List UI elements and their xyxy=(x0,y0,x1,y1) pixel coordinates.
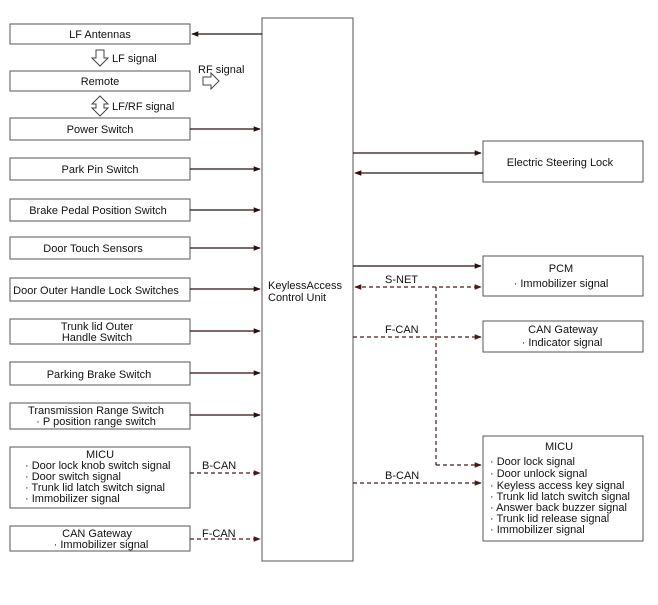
door-touch-sensors-box: Door Touch Sensors xyxy=(9,236,191,260)
micu-right-line-3: · Keyless access key signal xyxy=(490,480,625,492)
electric-steering-lock-box: Electric Steering Lock xyxy=(482,140,644,183)
right-dashed-connections xyxy=(353,284,482,486)
remote-box: Remote xyxy=(9,70,191,92)
lf-rf-signal-label: LF/RF signal xyxy=(112,101,174,113)
can-gateway-left-line: · Immobilizer signal xyxy=(54,539,149,551)
micu-right-line-6: · Trunk lid release signal xyxy=(490,513,609,525)
b-can-left-label: B-CAN xyxy=(202,460,236,472)
brake-pedal-position-switch-box: Brake Pedal Position Switch xyxy=(9,198,191,222)
micu-right-box: MICU · Door lock signal · Door unlock si… xyxy=(482,435,644,542)
right-connections xyxy=(353,150,483,269)
parking-brake-switch-label: Parking Brake Switch xyxy=(47,369,152,381)
can-gateway-right-box: CAN Gateway · Indicator signal xyxy=(482,320,644,353)
can-gateway-left-box: CAN Gateway · Immobilizer signal xyxy=(9,525,191,552)
f-can-left-label: F-CAN xyxy=(202,528,236,540)
keyless-access-control-unit: KeylessAccess Control Unit xyxy=(261,17,354,562)
power-switch-label: Power Switch xyxy=(67,124,134,136)
door-outer-handle-lock-switches-label: Door Outer Handle Lock Switches xyxy=(13,285,179,297)
b-can-right-label: B-CAN xyxy=(385,470,419,482)
can-gateway-right-line: · Indicator signal xyxy=(522,337,603,349)
left-connections xyxy=(190,31,262,418)
rf-signal-label: RF signal xyxy=(198,64,244,76)
f-can-right-label: F-CAN xyxy=(385,324,419,336)
park-pin-switch-label: Park Pin Switch xyxy=(61,164,138,176)
micu-right-line-4: · Trunk lid latch switch signal xyxy=(490,491,630,503)
transmission-range-switch-label-line2: · P position range switch xyxy=(36,416,156,428)
can-gateway-right-title: CAN Gateway xyxy=(528,324,598,336)
control-unit-label-line1: KeylessAccess xyxy=(268,280,342,292)
brake-pedal-position-switch-label: Brake Pedal Position Switch xyxy=(29,205,167,217)
micu-right-line-5: · Answer back buzzer signal xyxy=(490,502,627,514)
door-outer-handle-lock-switches-box: Door Outer Handle Lock Switches xyxy=(9,277,191,302)
power-switch-box: Power Switch xyxy=(9,117,191,141)
lf-rf-signal-double-arrow xyxy=(90,95,110,117)
trunk-lid-outer-label-line1: Trunk lid Outer xyxy=(61,321,134,333)
pcm-box: PCM · Immobilizer signal xyxy=(482,255,644,297)
transmission-range-switch-label-line1: Transmission Range Switch xyxy=(28,405,164,417)
parking-brake-switch-box: Parking Brake Switch xyxy=(9,361,191,386)
rf-signal-right-arrow xyxy=(202,71,220,91)
pcm-title: PCM xyxy=(549,263,573,275)
micu-right-line-2: · Door unlock signal xyxy=(490,468,587,480)
micu-right-line-7: · Immobilizer signal xyxy=(490,524,585,536)
park-pin-switch-box: Park Pin Switch xyxy=(9,157,191,181)
lf-antennas-box: LF Antennas xyxy=(9,23,191,45)
transmission-range-switch-box: Transmission Range Switch · P position r… xyxy=(9,402,191,430)
electric-steering-lock-label: Electric Steering Lock xyxy=(507,157,614,169)
micu-left-title: MICU xyxy=(86,449,114,461)
left-dashed-connections xyxy=(190,470,261,542)
can-gateway-left-title: CAN Gateway xyxy=(62,528,132,540)
lf-antennas-label: LF Antennas xyxy=(69,29,131,41)
remote-label: Remote xyxy=(81,76,120,88)
door-touch-sensors-label: Door Touch Sensors xyxy=(43,243,143,255)
control-unit-label-line2: Control Unit xyxy=(268,292,326,304)
trunk-lid-outer-handle-switch-box: Trunk lid Outer Handle Switch xyxy=(9,318,191,345)
micu-left-line-3: · Trunk lid latch switch signal xyxy=(25,482,165,494)
micu-right-line-1: · Door lock signal xyxy=(490,456,575,468)
pcm-line: · Immobilizer signal xyxy=(514,278,609,290)
s-net-label: S-NET xyxy=(385,274,418,286)
micu-left-line-4: · Immobilizer signal xyxy=(25,493,120,505)
lf-signal-label: LF signal xyxy=(112,53,157,65)
trunk-lid-outer-label-line2: Handle Switch xyxy=(62,332,132,344)
micu-left-box: MICU · Door lock knob switch signal · Do… xyxy=(9,446,191,509)
micu-left-line-2: · Door switch signal xyxy=(25,471,121,483)
lf-signal-down-arrow xyxy=(90,49,110,67)
micu-left-line-1: · Door lock knob switch signal xyxy=(25,460,171,472)
micu-right-title: MICU xyxy=(545,441,573,453)
